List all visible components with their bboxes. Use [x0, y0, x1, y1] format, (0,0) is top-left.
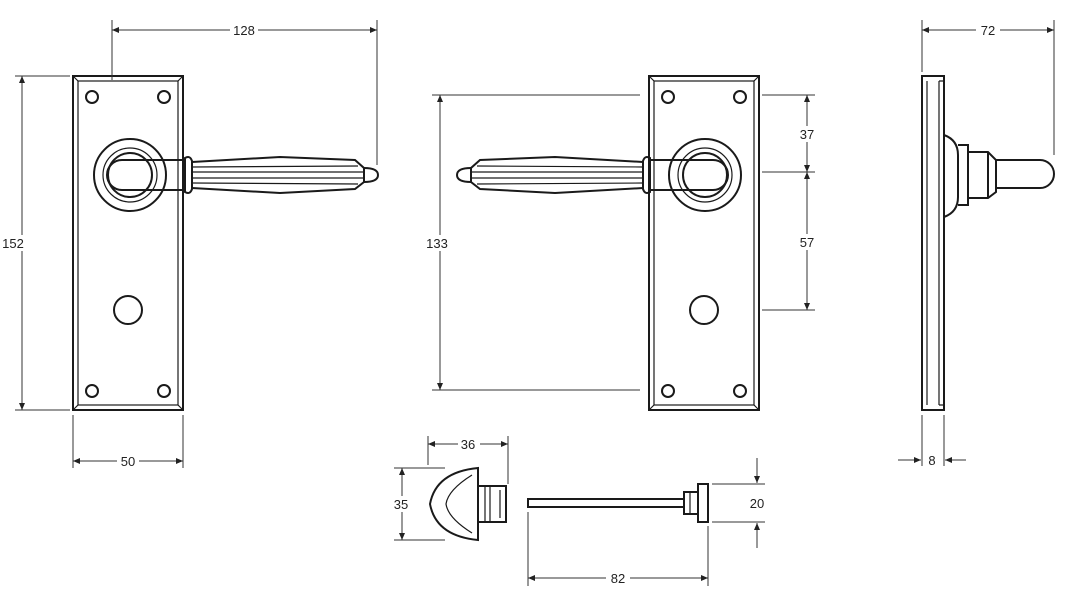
dim-side-projection: 72	[981, 23, 995, 38]
side-view: 72 8	[898, 20, 1055, 468]
dim-front-width: 50	[121, 454, 135, 469]
dim-spindle-flange: 20	[750, 496, 764, 511]
front-view: 128 152 50	[2, 20, 379, 469]
dim-turn-diameter: 35	[394, 497, 408, 512]
rear-view: 133 37 57	[424, 75, 817, 411]
dim-front-projection: 128	[233, 23, 255, 38]
dim-front-height: 152	[2, 236, 24, 251]
dim-rear-turn: 57	[800, 235, 814, 250]
spindle-view: 82 20	[527, 458, 765, 586]
dim-spindle-length: 82	[611, 571, 625, 586]
turn-knob-view: 36 35	[390, 436, 509, 542]
dim-turn-projection: 36	[461, 437, 475, 452]
dim-rear-top: 37	[800, 127, 814, 142]
dim-rear-centres: 133	[426, 236, 448, 251]
dim-side-thickness: 8	[928, 453, 935, 468]
